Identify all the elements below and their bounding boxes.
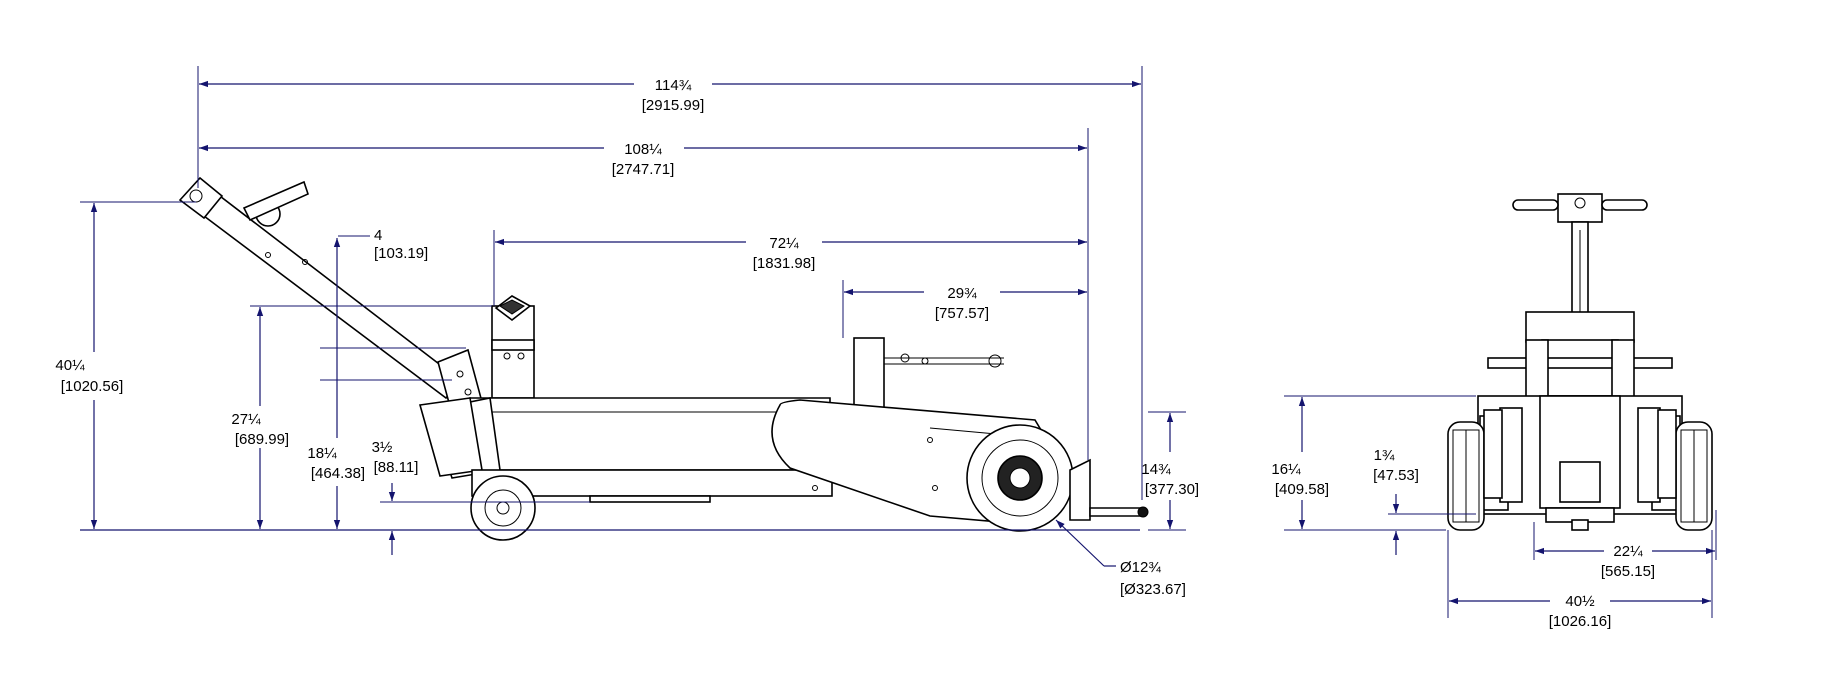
dim-tow-to-wheel-metric: [757.57] [935, 305, 989, 322]
dim-saddle-to-wheel-metric: [1831.98] [753, 255, 816, 272]
side-view-drawing [178, 176, 1149, 541]
dim-front-total-height-metric: [409.58] [1275, 481, 1329, 498]
dim-low-height: 18¼ [464.38] [307, 238, 365, 529]
dim-saddle-height-metric: [689.99] [235, 431, 289, 448]
front-view-dimensions: 16¼ [409.58] 1¾ [47.53] 22¼ [565.15] 40½… [1271, 395, 1717, 630]
dim-saddle-to-wheel: 72¼ [1831.98] [495, 235, 1087, 272]
rear-caster-wheel [470, 475, 536, 541]
dim-overall-length-frac: 114¾ [655, 77, 692, 94]
dim-handle-height: 40¼ [1020.56] [55, 203, 123, 529]
dim-low-height-frac: 18¼ [307, 445, 337, 462]
dim-overall-length-metric: [2915.99] [642, 97, 705, 114]
tow-hitch [853, 337, 1004, 409]
dim-wheel-diameter-metric: [Ø323.67] [1120, 581, 1186, 598]
dim-low-height-metric: [464.38] [311, 465, 365, 482]
dim-handle-offset-frac: 4 [374, 227, 382, 244]
dim-handle-height-frac: 40¼ [55, 357, 85, 374]
front-right-wheel [1657, 409, 1713, 531]
dim-handle-offset: 4 [103.19] [338, 227, 428, 262]
dim-saddle-to-wheel-frac: 72¼ [769, 235, 799, 252]
dim-saddle-height-frac: 27¼ [231, 411, 261, 428]
front-wheel [966, 424, 1149, 532]
dim-tow-to-wheel: 29¾ [757.57] [844, 285, 1087, 322]
dim-front-inner-width: 22¼ [565.15] [1535, 543, 1715, 580]
dim-front-height: 14¾ [377.30] [1141, 413, 1199, 529]
front-handle [1512, 193, 1648, 323]
dim-front-inner-width-metric: [565.15] [1601, 563, 1655, 580]
dim-front-clearance: 1¾ [47.53] [1373, 447, 1419, 555]
dim-frame-clearance-frac: 3½ [372, 439, 393, 456]
dim-front-total-height: 16¼ [409.58] [1271, 397, 1329, 529]
tow-handle [178, 176, 483, 416]
dim-front-overall-width-frac: 40½ [1565, 593, 1595, 610]
dim-length-to-wheel-frac: 108¼ [624, 141, 662, 158]
dim-wheel-diameter-frac: Ø12¾ [1120, 559, 1161, 576]
dim-front-clearance-frac: 1¾ [1374, 447, 1395, 464]
front-view-drawing [1447, 193, 1713, 531]
dim-length-to-wheel: 108¼ [2747.71] [199, 141, 1087, 178]
dim-tow-to-wheel-frac: 29¾ [947, 285, 977, 302]
main-frame [418, 397, 833, 503]
dim-front-height-frac: 14¾ [1141, 461, 1171, 478]
side-view-dimensions: 114¾ [2915.99] 108¼ [2747.71] 72¼ [1831.… [55, 66, 1199, 598]
front-main-body [1477, 395, 1683, 531]
dim-wheel-diameter: Ø12¾ [Ø323.67] [1055, 519, 1186, 598]
dim-handle-offset-metric: [103.19] [374, 245, 428, 262]
dim-front-overall-width-metric: [1026.16] [1549, 613, 1612, 630]
dim-front-overall-width: 40½ [1026.16] [1449, 593, 1711, 630]
dim-front-total-height-frac: 16¼ [1271, 461, 1301, 478]
dim-length-to-wheel-metric: [2747.71] [612, 161, 675, 178]
dim-front-clearance-metric: [47.53] [1373, 467, 1419, 484]
dim-frame-clearance: 3½ [88.11] [372, 439, 419, 555]
dim-front-inner-width-frac: 22¼ [1613, 543, 1643, 560]
dim-saddle-height: 27¼ [689.99] [231, 307, 289, 529]
dim-front-height-metric: [377.30] [1145, 481, 1199, 498]
dim-frame-clearance-metric: [88.11] [374, 459, 419, 476]
front-left-wheel [1447, 409, 1503, 531]
dim-overall-length: 114¾ [2915.99] [199, 77, 1141, 114]
lift-saddle [491, 295, 535, 399]
dim-handle-height-metric: [1020.56] [61, 378, 124, 395]
